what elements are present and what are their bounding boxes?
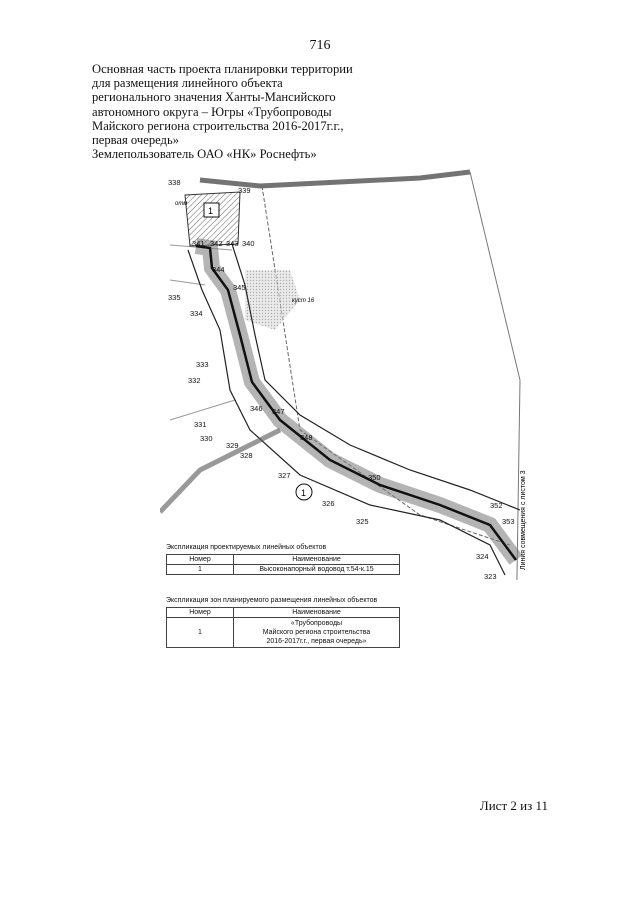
pipeline-zone	[194, 238, 523, 565]
table-header: Номер	[166, 607, 234, 618]
point-label: 331	[194, 420, 207, 429]
zone-outline	[231, 243, 521, 511]
sheet-junction-label: Линия совмещения с листом 3	[520, 470, 527, 570]
table-header: Наименование	[233, 607, 400, 618]
point-label: 339	[238, 186, 251, 195]
table-caption: Экспликация зон планируемого размещения …	[166, 597, 378, 604]
zone-marker-label: 1	[301, 488, 306, 498]
point-label: 345	[233, 283, 246, 292]
point-label: 338	[168, 178, 181, 187]
point-label: 323	[484, 572, 497, 580]
point-label: 327	[278, 471, 291, 480]
point-label: 340	[242, 239, 255, 248]
table-cell: 1	[166, 564, 234, 575]
point-label: 333	[196, 360, 209, 369]
table-header: Номер	[166, 554, 234, 565]
table-caption: Экспликация проектируемых линейных объек…	[166, 544, 327, 551]
kust-pad	[245, 270, 300, 330]
point-label: 353	[502, 517, 515, 526]
service-road	[160, 427, 282, 514]
point-label: 347	[272, 407, 285, 416]
point-label: 344	[212, 265, 225, 274]
heading-line: автономного округа – Югры «Трубопроводы	[92, 104, 332, 119]
heading-line: Майского региона строительства 2016-2017…	[92, 118, 344, 133]
object-marker-label: 1	[208, 206, 213, 216]
linear-objects-table: Экспликация проектируемых линейных объек…	[166, 544, 400, 575]
heading-line: для размещения линейного объекта	[92, 76, 283, 91]
sheet-footer: Лист 2 из 11	[479, 798, 548, 813]
table-cell: «Трубопроводы Майского региона строитель…	[233, 617, 400, 648]
point-label: 334	[190, 309, 203, 318]
table-cell: 1	[166, 617, 234, 648]
point-label: 332	[188, 376, 201, 385]
point-label: 325	[356, 517, 369, 526]
zone-name-line: «Трубопроводы	[290, 620, 343, 627]
zone-name-line: 2016-2017г.г., первая очередь»	[266, 638, 367, 645]
hatched-zone	[184, 191, 241, 247]
point-label: 335	[168, 293, 181, 302]
heading-line: первая очередь»	[92, 133, 179, 148]
table-header: Наименование	[233, 554, 400, 565]
object-marker-box	[203, 202, 220, 218]
point-label: 326	[322, 499, 335, 508]
table-row: 1 «Трубопроводы Майского региона строите…	[166, 617, 400, 648]
road-line	[199, 169, 471, 189]
point-label: 342	[210, 239, 223, 248]
kust-label: куст 16	[292, 298, 315, 304]
point-label: 350	[368, 473, 381, 482]
point-label: 330	[200, 434, 213, 443]
point-label: 324	[476, 552, 489, 561]
document-heading: Основная часть проекта планировки террит…	[92, 62, 392, 161]
point-label: 328	[240, 451, 253, 460]
point-label: 352	[490, 501, 503, 510]
point-label: 346	[250, 404, 263, 413]
planning-map: 1 куст 16 1 338 339 340 341 342 343 344 …	[160, 169, 527, 580]
heading-line: Основная часть проекта планировки террит…	[92, 62, 353, 76]
heading-line: регионального значения Ханты-Мансийского	[92, 90, 336, 105]
zone-marker-circle	[295, 483, 313, 501]
point-label: 341	[192, 239, 205, 248]
otm-label: отм	[175, 201, 187, 207]
zone-name-line: Майского региона строительства	[262, 629, 371, 636]
point-label: 348	[300, 433, 313, 442]
zones-table: Экспликация зон планируемого размещения …	[166, 597, 400, 648]
zone-outline	[187, 249, 506, 576]
field-boundary	[169, 244, 236, 421]
page-number: 716	[309, 38, 331, 53]
pipeline-line	[195, 244, 518, 561]
point-label: 329	[226, 441, 239, 450]
point-label: 343	[226, 239, 239, 248]
table-row: 1 Высоконапорный водовод т.54-к.15	[166, 564, 400, 575]
heading-line: Землепользователь ОАО «НК» Роснефть»	[92, 147, 317, 162]
table-cell: Высоконапорный водовод т.54-к.15	[233, 564, 400, 575]
